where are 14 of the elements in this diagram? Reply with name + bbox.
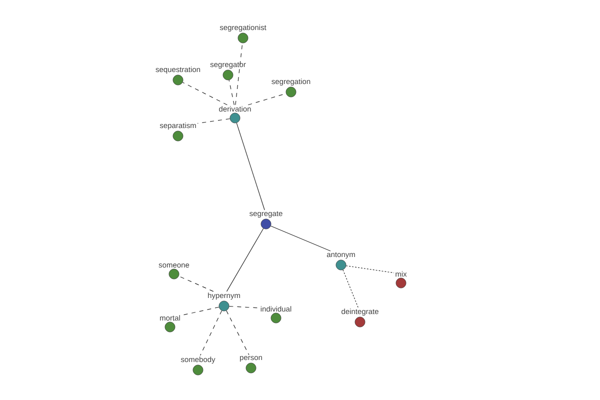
connector-line — [270, 226, 331, 252]
connector-line — [182, 82, 228, 106]
connector-line — [181, 306, 220, 316]
connector-line — [235, 42, 243, 106]
connector-line — [200, 310, 222, 356]
connector-line — [226, 310, 250, 356]
connector-line — [228, 80, 234, 106]
connector-line — [228, 306, 260, 308]
connector-line — [226, 228, 264, 292]
connector-line — [346, 265, 394, 274]
connector-line — [342, 270, 358, 308]
connector-line — [197, 118, 230, 124]
connector-line — [178, 276, 214, 292]
connector-line — [236, 122, 265, 210]
